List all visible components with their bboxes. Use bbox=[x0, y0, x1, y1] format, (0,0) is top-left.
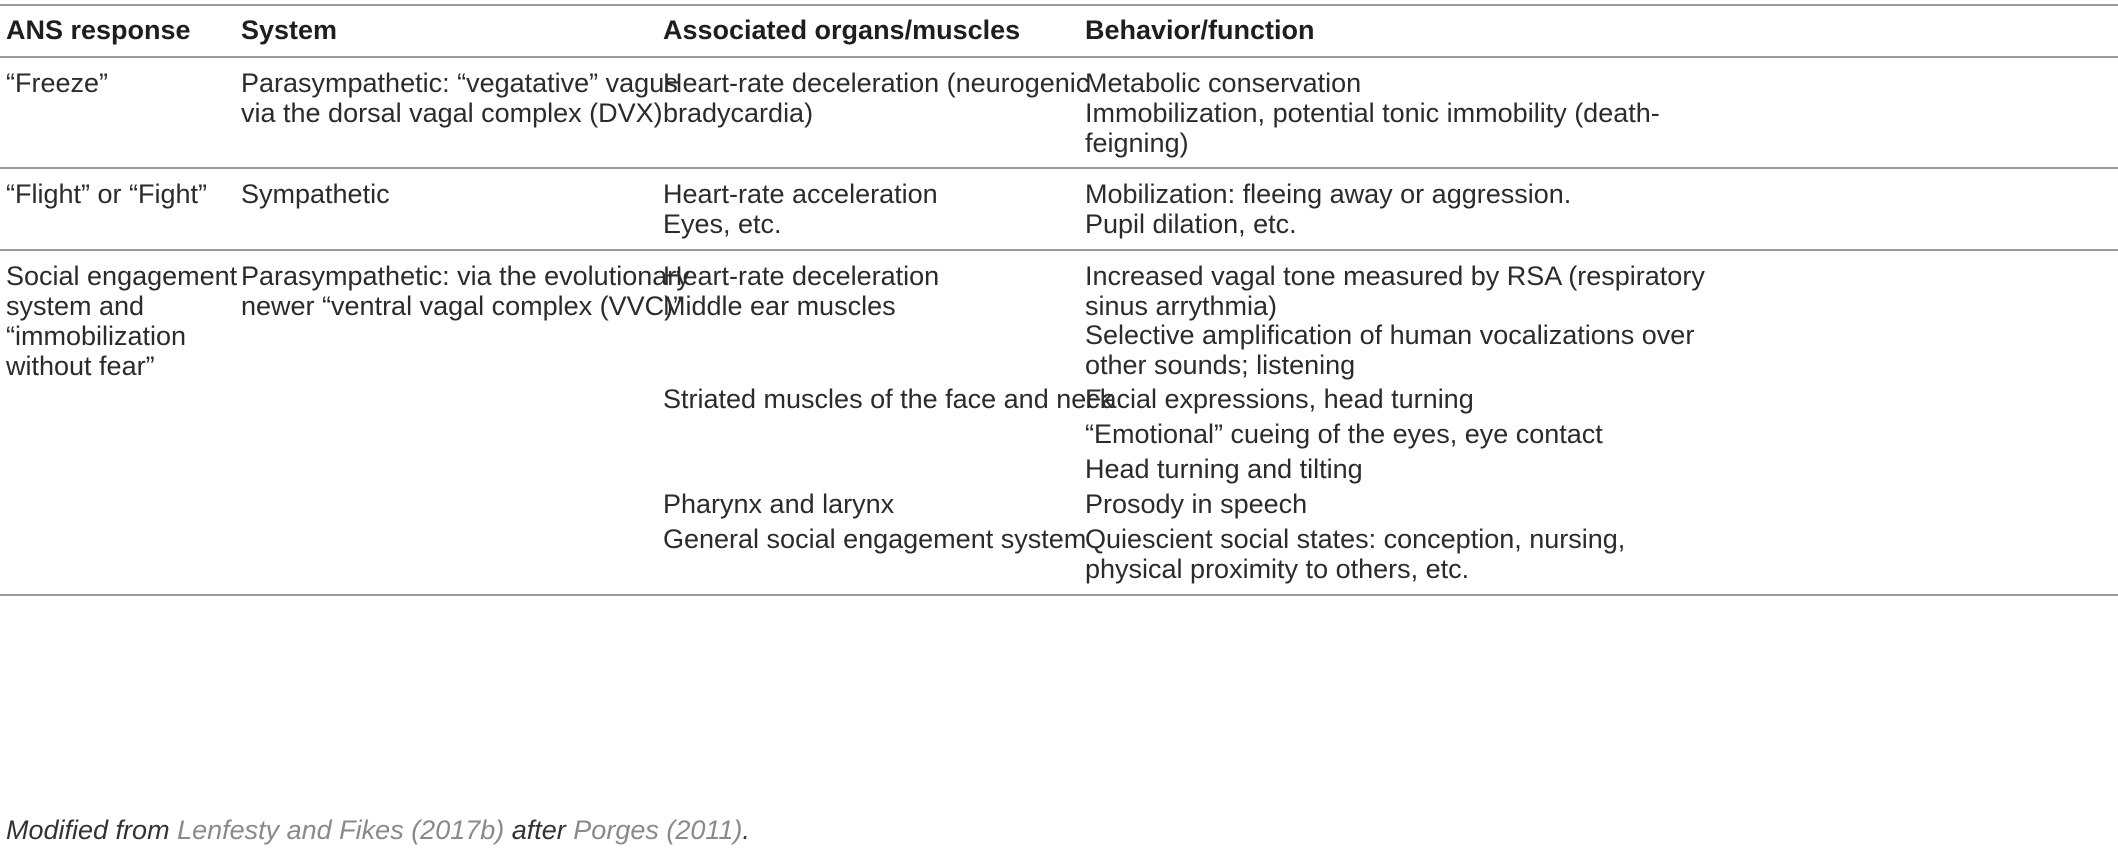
list-item: sinus arrythmia) bbox=[1085, 291, 1278, 321]
list-item: Heart-rate deceleration bbox=[663, 261, 940, 291]
list-item: “Emotional” cueing of the eyes, eye cont… bbox=[1085, 419, 1603, 449]
table-row-flight-behavior: Mobilization: fleeing away or aggression… bbox=[1085, 174, 1571, 244]
table-row-flight-organs: Heart-rate acceleration Eyes, etc. bbox=[663, 174, 938, 244]
caption-text: Modified from bbox=[6, 815, 178, 845]
list-item: Pharynx and larynx bbox=[663, 489, 895, 519]
table-bottom-rule bbox=[0, 594, 2118, 596]
list-item: other sounds; listening bbox=[1085, 350, 1356, 380]
column-header-system: System bbox=[241, 15, 338, 45]
table-row-freeze-organs: Heart-rate deceleration (neurogenic brad… bbox=[663, 63, 1089, 133]
citation-link[interactable]: Lenfesty and Fikes (2017b) bbox=[177, 815, 505, 845]
table-row-freeze-system: Parasympathetic: “vegatative” vagus via … bbox=[241, 63, 678, 133]
list-item: physical proximity to others, etc. bbox=[1085, 554, 1470, 584]
caption-text: . bbox=[742, 815, 750, 845]
table-row-social-system: Parasympathetic: via the evolutionary ne… bbox=[241, 256, 690, 326]
caption-text: after bbox=[504, 815, 574, 845]
cell-text: “Flight” or “Fight” bbox=[6, 179, 208, 209]
cell-text: Sympathetic bbox=[241, 179, 390, 209]
list-item: Selective amplification of human vocaliz… bbox=[1085, 320, 1695, 350]
row-divider bbox=[0, 249, 2118, 251]
cell-text: Social engagement bbox=[6, 261, 238, 291]
cell-text: Metabolic conservation bbox=[1085, 68, 1362, 98]
list-item: Facial expressions, head turning bbox=[1085, 384, 1474, 414]
list-item: Prosody in speech bbox=[1085, 489, 1308, 519]
list-item: Middle ear muscles bbox=[663, 291, 896, 321]
table-top-rule bbox=[0, 4, 2118, 6]
table-row-flight-system: Sympathetic bbox=[241, 174, 390, 214]
cell-text: Immobilization, potential tonic immobili… bbox=[1085, 98, 1660, 128]
table-row-flight-response: “Flight” or “Fight” bbox=[6, 174, 207, 214]
cell-text: Parasympathetic: via the evolutionary bbox=[241, 261, 690, 291]
cell-text: Mobilization: fleeing away or aggression… bbox=[1085, 179, 1572, 209]
row-divider bbox=[0, 167, 2118, 169]
cell-text: “immobilization bbox=[6, 321, 187, 351]
list-item: Head turning and tilting bbox=[1085, 454, 1363, 484]
cell-text: Pupil dilation, etc. bbox=[1085, 209, 1297, 239]
cell-text: newer “ventral vagal complex (VVC)” bbox=[241, 291, 683, 321]
cell-text: bradycardia) bbox=[663, 98, 814, 128]
list-item: General social engagement system bbox=[663, 524, 1087, 554]
table-row-freeze-response: “Freeze” bbox=[6, 63, 108, 103]
column-header-organs: Associated organs/muscles bbox=[663, 15, 1021, 45]
cell-text: Heart-rate deceleration (neurogenic bbox=[663, 68, 1090, 98]
table-row-freeze-behavior: Metabolic conservation Immobilization, p… bbox=[1085, 63, 1660, 163]
cell-text: “Freeze” bbox=[6, 68, 109, 98]
cell-text: feigning) bbox=[1085, 128, 1189, 158]
table-caption: Modified from Lenfesty and Fikes (2017b)… bbox=[6, 810, 750, 850]
cell-text: Eyes, etc. bbox=[663, 209, 782, 239]
list-item: Quiescient social states: conception, nu… bbox=[1085, 524, 1626, 554]
column-header-ans-response: ANS response bbox=[6, 15, 191, 45]
table-row-social-response: Social engagement system and “immobiliza… bbox=[6, 256, 237, 386]
cell-text: Parasympathetic: “vegatative” vagus bbox=[241, 68, 678, 98]
cell-text: via the dorsal vagal complex (DVX) bbox=[241, 98, 663, 128]
citation-link[interactable]: Porges (2011) bbox=[573, 815, 743, 845]
cell-text: system and bbox=[6, 291, 145, 321]
cell-text: without fear” bbox=[6, 351, 155, 381]
column-header-behavior: Behavior/function bbox=[1085, 15, 1315, 45]
list-item: Striated muscles of the face and neck bbox=[663, 384, 1114, 414]
header-rule bbox=[0, 56, 2118, 58]
list-item: Increased vagal tone measured by RSA (re… bbox=[1085, 261, 1705, 291]
cell-text: Heart-rate acceleration bbox=[663, 179, 938, 209]
